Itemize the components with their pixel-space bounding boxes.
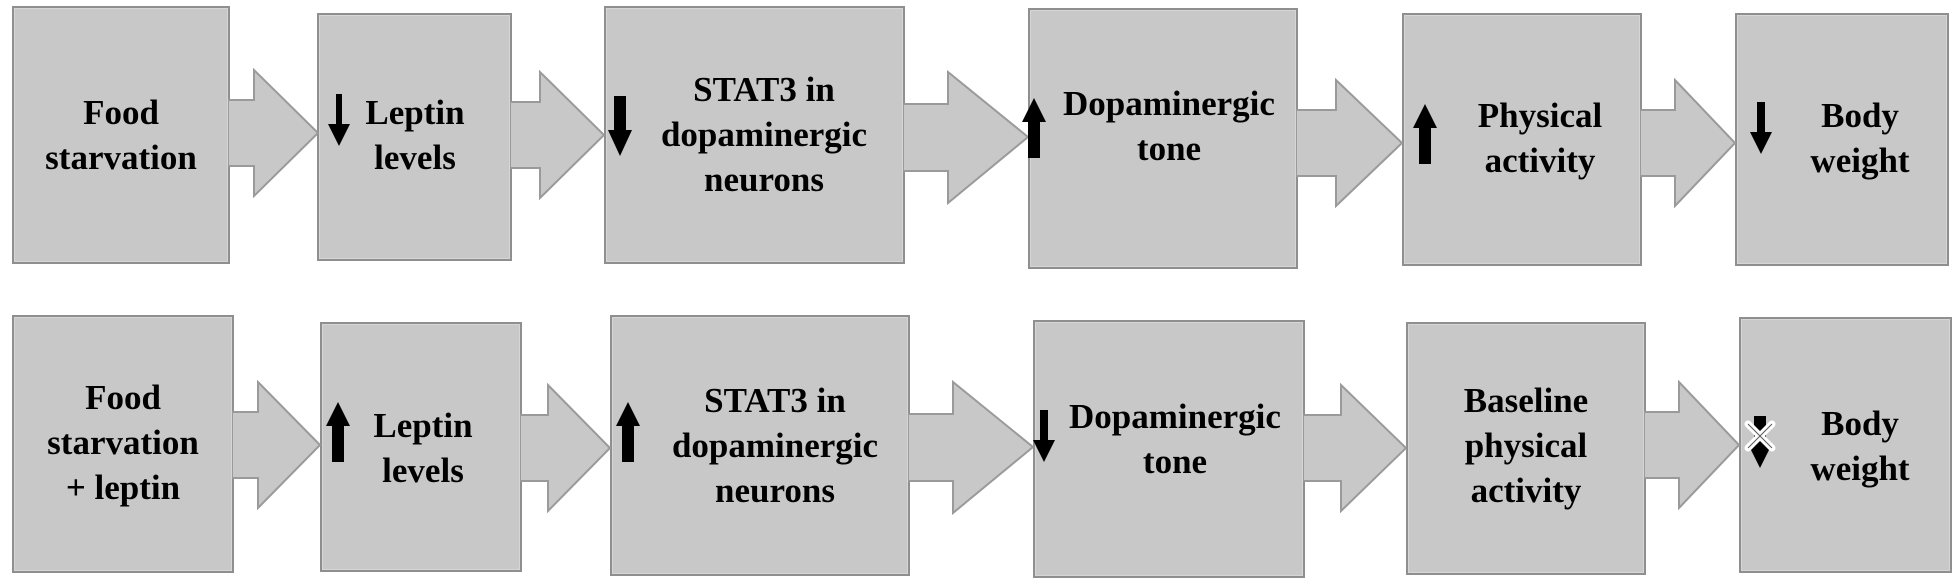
box-body-weight — [1739, 317, 1952, 573]
box-dopaminergic-tone — [1033, 320, 1305, 578]
flow-arrow — [520, 383, 612, 513]
flow-arrow — [1644, 380, 1741, 510]
arrow-down-icon — [1750, 102, 1772, 154]
box-stat3 — [604, 6, 905, 264]
box-body-weight — [1735, 13, 1949, 266]
box-physical-activity — [1402, 13, 1642, 266]
arrow-down-icon — [1033, 410, 1055, 462]
box-leptin-levels — [317, 13, 512, 261]
box-food-starvation-leptin — [12, 315, 234, 573]
flow-arrow — [903, 70, 1030, 205]
crossed-down-arrow-icon — [1744, 416, 1776, 468]
arrow-up-icon — [1022, 98, 1046, 158]
box-leptin-levels — [320, 322, 522, 572]
flow-arrow — [1296, 78, 1404, 208]
box-stat3 — [610, 315, 910, 576]
box-food-starvation — [12, 6, 230, 264]
flow-arrow — [1303, 383, 1408, 513]
flow-arrow — [232, 380, 322, 510]
flow-arrow — [908, 380, 1035, 515]
arrow-down-icon — [328, 94, 350, 146]
flow-arrow — [1640, 78, 1737, 208]
arrow-up-icon — [326, 402, 350, 462]
arrow-down-icon — [608, 96, 632, 156]
flow-arrow — [510, 70, 606, 200]
arrow-up-icon — [616, 402, 640, 462]
box-dopaminergic-tone — [1028, 8, 1298, 269]
box-baseline-physical-activity — [1406, 322, 1646, 575]
arrow-up-icon — [1413, 104, 1437, 164]
flow-arrow — [228, 68, 320, 198]
